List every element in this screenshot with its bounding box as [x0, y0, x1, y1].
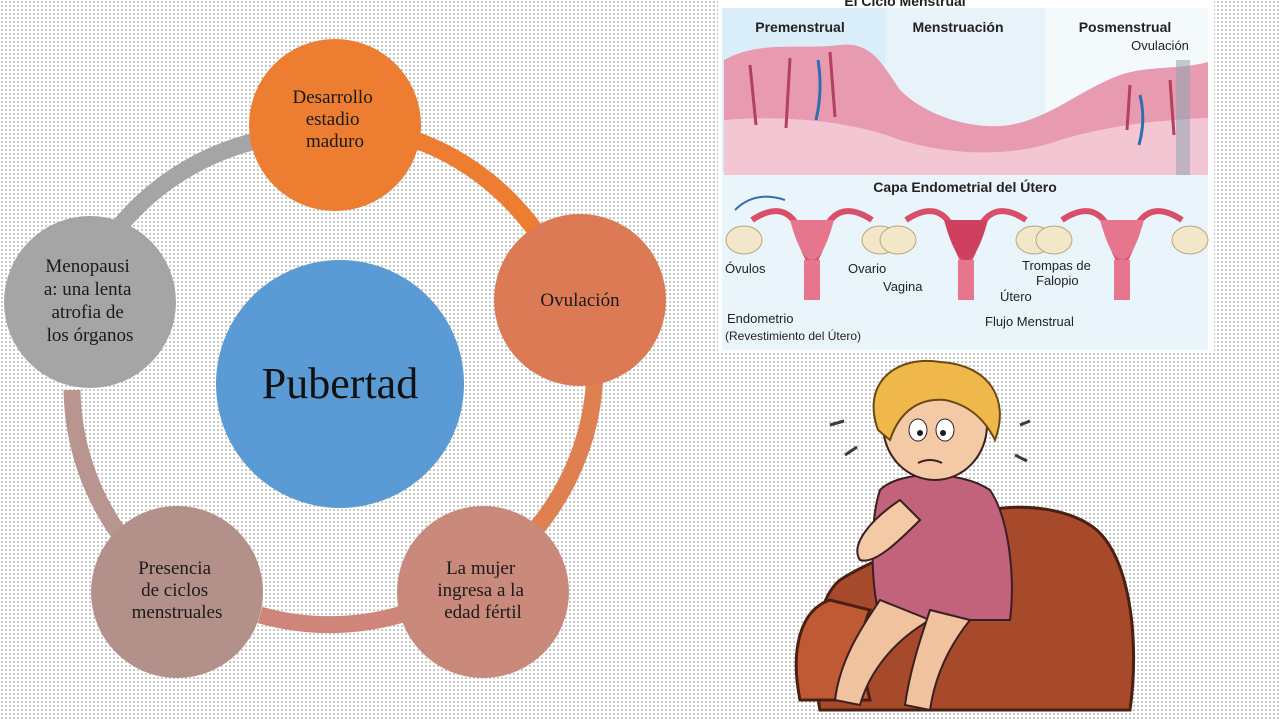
worried-woman-illustration: [794, 359, 1136, 712]
node-3-label: La mujer ingresa a la edad fértil: [437, 558, 528, 623]
phase-menstruacion: Menstruación: [912, 19, 1003, 35]
label-endometrio: Endometrio: [727, 311, 793, 326]
cycle-node-5: [4, 216, 176, 388]
node-4-label: Presencia de ciclos menstruales: [132, 558, 223, 623]
cycle-center: [216, 260, 464, 508]
cycle-diagram: Pubertad Desarrollo estadio maduro Ovula…: [4, 39, 666, 678]
diagram-title: El Ciclo Menstrual: [844, 0, 965, 9]
cycle-center-label: Pubertad: [262, 359, 418, 408]
uterus-illustrations: [725, 195, 1209, 300]
cycle-node-1: [249, 39, 421, 211]
ovulation-label: Ovulación: [1131, 38, 1189, 53]
label-trompas-1: Trompas de: [1022, 258, 1091, 273]
node-1-label: Desarrollo estadio maduro: [293, 87, 378, 152]
ring-segment-4: [63, 389, 127, 540]
label-trompas-2: Falopio: [1036, 273, 1079, 288]
phase-premenstrual: Premenstrual: [755, 19, 844, 35]
ring-segment-3: [257, 601, 418, 634]
label-vagina: Vagina: [883, 279, 923, 294]
cycle-node-4: [91, 506, 263, 678]
node-2-label: Ovulación: [540, 290, 620, 311]
phase-posmenstrual: Posmenstrual: [1079, 19, 1172, 35]
layer-title: Capa Endometrial del Útero: [873, 178, 1057, 195]
label-flujo: Flujo Menstrual: [985, 314, 1074, 329]
node-5-label: Menopausi a: una lenta atrofia de los ór…: [44, 256, 136, 346]
menstrual-cycle-image: El Ciclo Menstrual Premenstrual Menstrua…: [718, 0, 1214, 352]
cycle-node-2: [494, 214, 666, 386]
label-revestimiento: (Revestimiento del Útero): [725, 328, 861, 343]
label-ovario: Ovario: [848, 261, 886, 276]
ring-segment-5: [111, 131, 262, 234]
ring-segment-1: [407, 129, 553, 250]
label-utero: Útero: [1000, 289, 1032, 304]
cycle-node-3: [397, 506, 569, 678]
label-ovulos: Óvulos: [725, 261, 766, 276]
ring-segment-2: [528, 369, 604, 536]
